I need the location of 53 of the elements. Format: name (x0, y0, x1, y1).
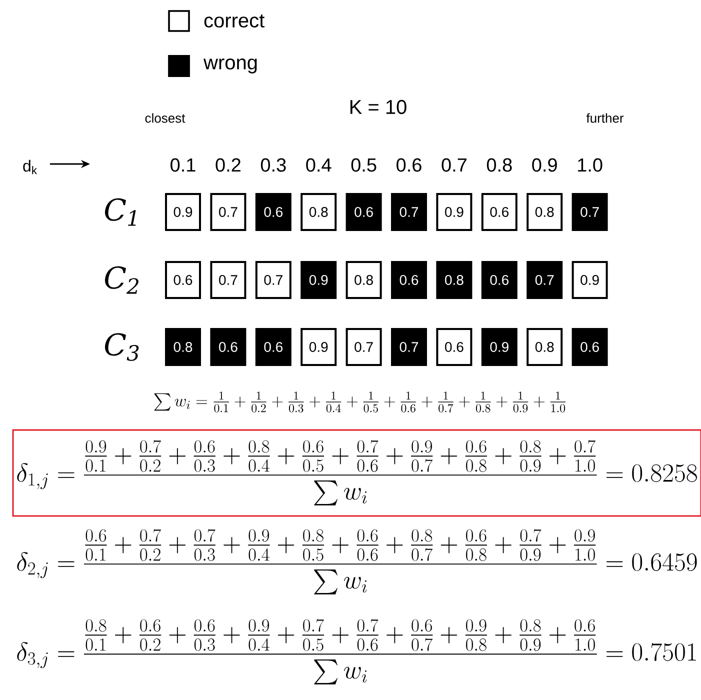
distance-label: 0.6 (396, 158, 422, 172)
legend-text: correct (204, 14, 264, 28)
value-cell: 0.6 (481, 261, 518, 299)
value-cell: 0.9 (572, 261, 608, 299)
value-cell: 0.7 (572, 193, 608, 231)
value-cell: 0.8 (346, 261, 382, 299)
highlight-box: $\delta_{1,j}=\dfrac{\frac{0.9}{0.1}+\frac{0.7}{0.2}+\frac{0.6}{0.3}+\frac{0.8}{0.4}+\frac{0.6}{0.5}+\frac{0.7}{0.6}+\frac{0.9}{0.7}+\frac{0.6}{0.8}+\frac{0.8}{0.9}+\frac{0.7}{1.0}}{\sum w_i}=0.8258$ (12, 429, 701, 517)
formula: $\sum w_i=\frac{1}{0.1}+\frac{1}{0.2}+\frac{1}{0.3}+\frac{1}{0.4}+\frac{1}{0.5}+\frac{1}{0.6}+\frac{1}{0.7}+\frac{1}{0.8}+\frac{1}{0.9}+\frac{1}{1.0}$ (154, 392, 566, 412)
value-cell: 0.7 (346, 328, 382, 366)
value-cell: 0.7 (526, 261, 563, 299)
value-cell: 0.6 (436, 328, 472, 366)
value-cell: 0.6 (255, 193, 292, 231)
class-label: C$_{1}$ (105, 198, 136, 226)
formula: $\delta_{3,j}=\dfrac{\frac{0.8}{0.1}+\frac{0.6}{0.2}+\frac{0.6}{0.3}+\frac{0.9}{0.4}+\frac{0.7}{0.5}+\frac{0.7}{0.6}+\frac{0.6}{0.7}+\frac{0.9}{0.8}+\frac{0.8}{0.9}+\frac{0.6}{1.0}}{\sum w_i}=0.7501$ (17, 619, 696, 684)
value-cell: 0.7 (391, 328, 427, 366)
value-cell: 0.6 (572, 328, 608, 366)
distance-label: 0.8 (486, 158, 512, 172)
value-cell: 0.8 (526, 193, 563, 231)
distance-label: 0.3 (260, 158, 286, 172)
value-cell: 0.9 (165, 193, 201, 231)
value-cell: 0.9 (481, 328, 518, 366)
text-label: K = 10 (350, 100, 406, 114)
value-cell: 0.9 (436, 193, 472, 231)
value-cell: 0.6 (346, 193, 382, 231)
value-cell: 0.8 (300, 193, 337, 231)
class-label: C$_{3}$ (105, 333, 139, 361)
value-cell: 0.7 (210, 193, 246, 231)
value-cell: 0.8 (165, 328, 201, 366)
distance-label: 0.9 (532, 158, 557, 172)
value-cell: 0.6 (255, 328, 292, 366)
text-label: closest (145, 113, 186, 123)
text-label: d$_{k}$ (23, 160, 38, 174)
value-cell: 0.7 (391, 193, 427, 231)
distance-label: 0.2 (216, 158, 240, 172)
distance-label: 0.7 (442, 158, 466, 172)
value-cell: 0.6 (165, 261, 201, 299)
value-cell: 0.8 (436, 261, 472, 299)
value-cell: 0.6 (481, 193, 518, 231)
value-cell: 0.6 (210, 328, 246, 366)
text-label: further (586, 113, 624, 123)
value-cell: 0.8 (526, 328, 563, 366)
distance-label: 0.1 (170, 158, 196, 172)
value-cell: 0.9 (300, 328, 337, 366)
formula: $\delta_{2,j}=\dfrac{\frac{0.6}{0.1}+\frac{0.7}{0.2}+\frac{0.7}{0.3}+\frac{0.9}{0.4}+\frac{0.8}{0.5}+\frac{0.6}{0.6}+\frac{0.8}{0.7}+\frac{0.6}{0.8}+\frac{0.7}{0.9}+\frac{0.9}{1.0}}{\sum w_i}=0.6459$ (17, 529, 697, 594)
value-cell: 0.7 (210, 261, 246, 299)
value-cell: 0.9 (300, 261, 337, 299)
distance-label: 0.4 (306, 158, 332, 172)
class-label: C$_{2}$ (105, 266, 138, 294)
value-cell: 0.7 (255, 261, 292, 299)
distance-label: 0.5 (351, 158, 376, 172)
value-cell: 0.6 (391, 261, 427, 299)
legend-text: wrong (204, 58, 257, 74)
distance-label: 1.0 (578, 158, 602, 172)
